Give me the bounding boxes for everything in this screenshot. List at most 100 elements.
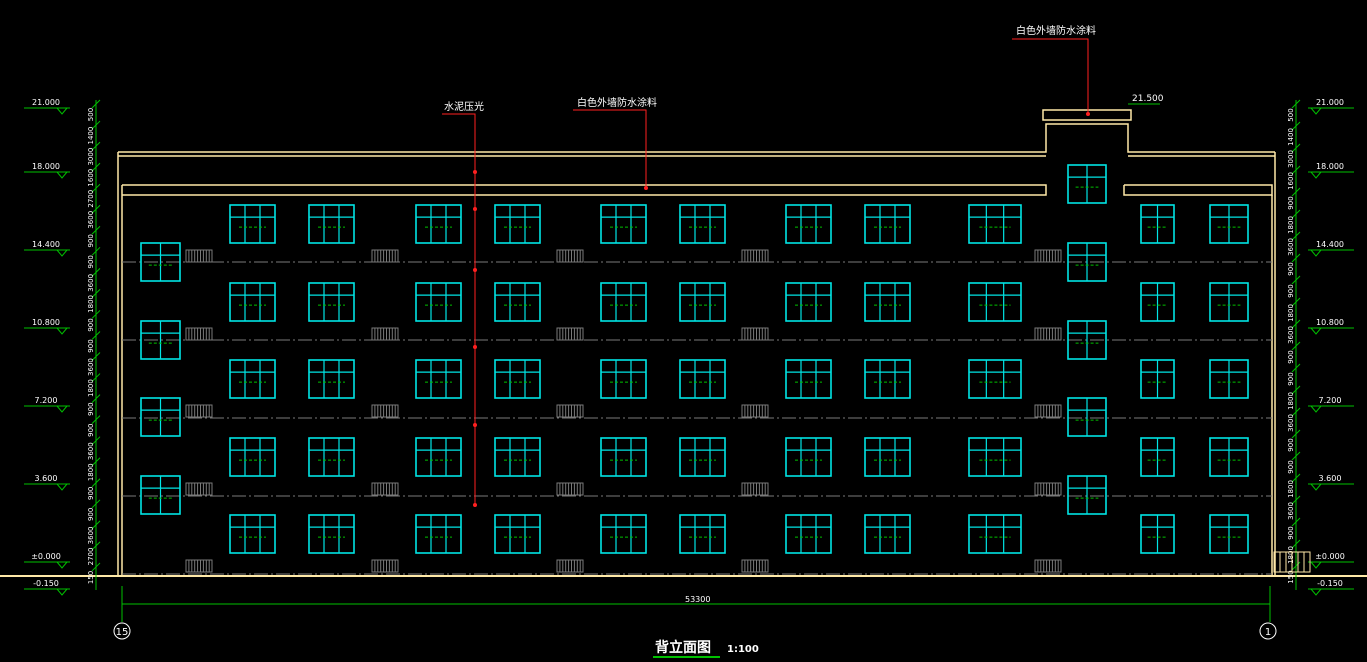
- window: [1209, 514, 1249, 554]
- window: [968, 204, 1022, 244]
- window: [229, 204, 276, 244]
- window: [1067, 242, 1107, 282]
- window: [1209, 282, 1249, 322]
- window: [1140, 359, 1175, 399]
- vent-grille: [371, 482, 399, 496]
- drawing-title: 背立面图: [655, 639, 711, 656]
- window: [785, 437, 832, 477]
- window: [1140, 282, 1175, 322]
- window: [494, 437, 541, 477]
- dim-value: 900: [1287, 526, 1295, 539]
- svg-text:14.400: 14.400: [32, 240, 60, 249]
- level-marker: 3.600: [24, 474, 70, 491]
- level-marker: 7.200: [24, 396, 70, 413]
- axis-label-left: 15: [116, 627, 129, 638]
- dim-value: 3600: [87, 211, 95, 229]
- svg-text:-0.150: -0.150: [33, 579, 59, 588]
- vent-grille: [556, 249, 584, 263]
- window: [229, 359, 276, 399]
- svg-text:10.800: 10.800: [32, 318, 60, 327]
- window: [968, 359, 1022, 399]
- dim-value: 900: [87, 423, 95, 436]
- vent-grille: [185, 559, 213, 573]
- level-marker: 3.600: [1308, 474, 1354, 491]
- window: [494, 204, 541, 244]
- vent-grille: [185, 249, 213, 263]
- window: [415, 359, 462, 399]
- dim-value: 900: [87, 234, 95, 247]
- dim-value: 150: [1287, 570, 1295, 583]
- level-marker: 14.400: [1308, 240, 1354, 257]
- window: [968, 282, 1022, 322]
- floor-lines: [122, 261, 1272, 575]
- level-marker: 18.000: [1308, 162, 1354, 179]
- window: [494, 282, 541, 322]
- window: [785, 514, 832, 554]
- dim-value: 500: [87, 108, 95, 121]
- vent-grille: [371, 559, 399, 573]
- vent-grille: [1034, 249, 1062, 263]
- window: [864, 359, 911, 399]
- window: [308, 204, 355, 244]
- window: [600, 514, 647, 554]
- window: [679, 204, 726, 244]
- window: [308, 514, 355, 554]
- window: [1067, 164, 1107, 204]
- svg-text:±0.000: ±0.000: [31, 552, 61, 561]
- svg-text:18.000: 18.000: [1316, 162, 1344, 171]
- window: [1209, 359, 1249, 399]
- level-marker: 18.000: [24, 162, 70, 179]
- callout-paint-top: 白色外墙防水涂料: [1016, 24, 1096, 37]
- dim-value: 1800: [1287, 546, 1295, 564]
- dim-value: 150: [87, 571, 95, 584]
- window: [229, 514, 276, 554]
- level-marker: 7.200: [1308, 396, 1354, 413]
- dim-value: 900: [87, 508, 95, 521]
- window: [600, 359, 647, 399]
- vent-grilles: [185, 249, 1062, 573]
- window: [1209, 437, 1249, 477]
- dim-value: 500: [1287, 108, 1295, 121]
- level-marker: ±0.000: [1308, 552, 1354, 569]
- dim-value: 1400: [87, 127, 95, 145]
- svg-text:7.200: 7.200: [1319, 396, 1342, 405]
- callout-paint-mid: 白色外墙防水涂料: [577, 96, 657, 109]
- vent-grille: [371, 327, 399, 341]
- entrance-railing: [1273, 551, 1311, 573]
- svg-text:14.400: 14.400: [1316, 240, 1344, 249]
- window: [679, 437, 726, 477]
- svg-text:21.000: 21.000: [32, 98, 60, 107]
- axis-label-right: 1: [1265, 627, 1271, 638]
- vent-grille: [556, 404, 584, 418]
- leader-lines: [442, 38, 1089, 505]
- dim-value: 3600: [87, 358, 95, 376]
- dim-value: 2700: [87, 190, 95, 208]
- svg-text:21.000: 21.000: [1316, 98, 1344, 107]
- window-grid: [140, 164, 1249, 554]
- window: [415, 437, 462, 477]
- svg-text:-0.150: -0.150: [1317, 579, 1343, 588]
- window: [229, 282, 276, 322]
- dim-value: 900: [87, 339, 95, 352]
- dim-value: 2700: [87, 548, 95, 566]
- dim-value: 1600: [87, 169, 95, 187]
- level-marker: 21.000: [24, 98, 70, 115]
- vent-grille: [741, 249, 769, 263]
- dim-value: 3600: [1287, 326, 1295, 344]
- window: [679, 514, 726, 554]
- vent-grille: [371, 249, 399, 263]
- dim-value: 1800: [1287, 392, 1295, 410]
- dim-value: 1800: [1287, 304, 1295, 322]
- vent-grille: [371, 404, 399, 418]
- dimension-chains: 5001400300016002700360090090036001800900…: [24, 98, 1354, 596]
- window: [968, 437, 1022, 477]
- vent-grille: [1034, 327, 1062, 341]
- vent-grille: [185, 327, 213, 341]
- svg-text:10.800: 10.800: [1316, 318, 1344, 327]
- window: [229, 437, 276, 477]
- dim-value: 900: [1287, 350, 1295, 363]
- dim-value: 3600: [1287, 414, 1295, 432]
- overall-dim-value: 53300: [685, 595, 710, 604]
- window: [1140, 514, 1175, 554]
